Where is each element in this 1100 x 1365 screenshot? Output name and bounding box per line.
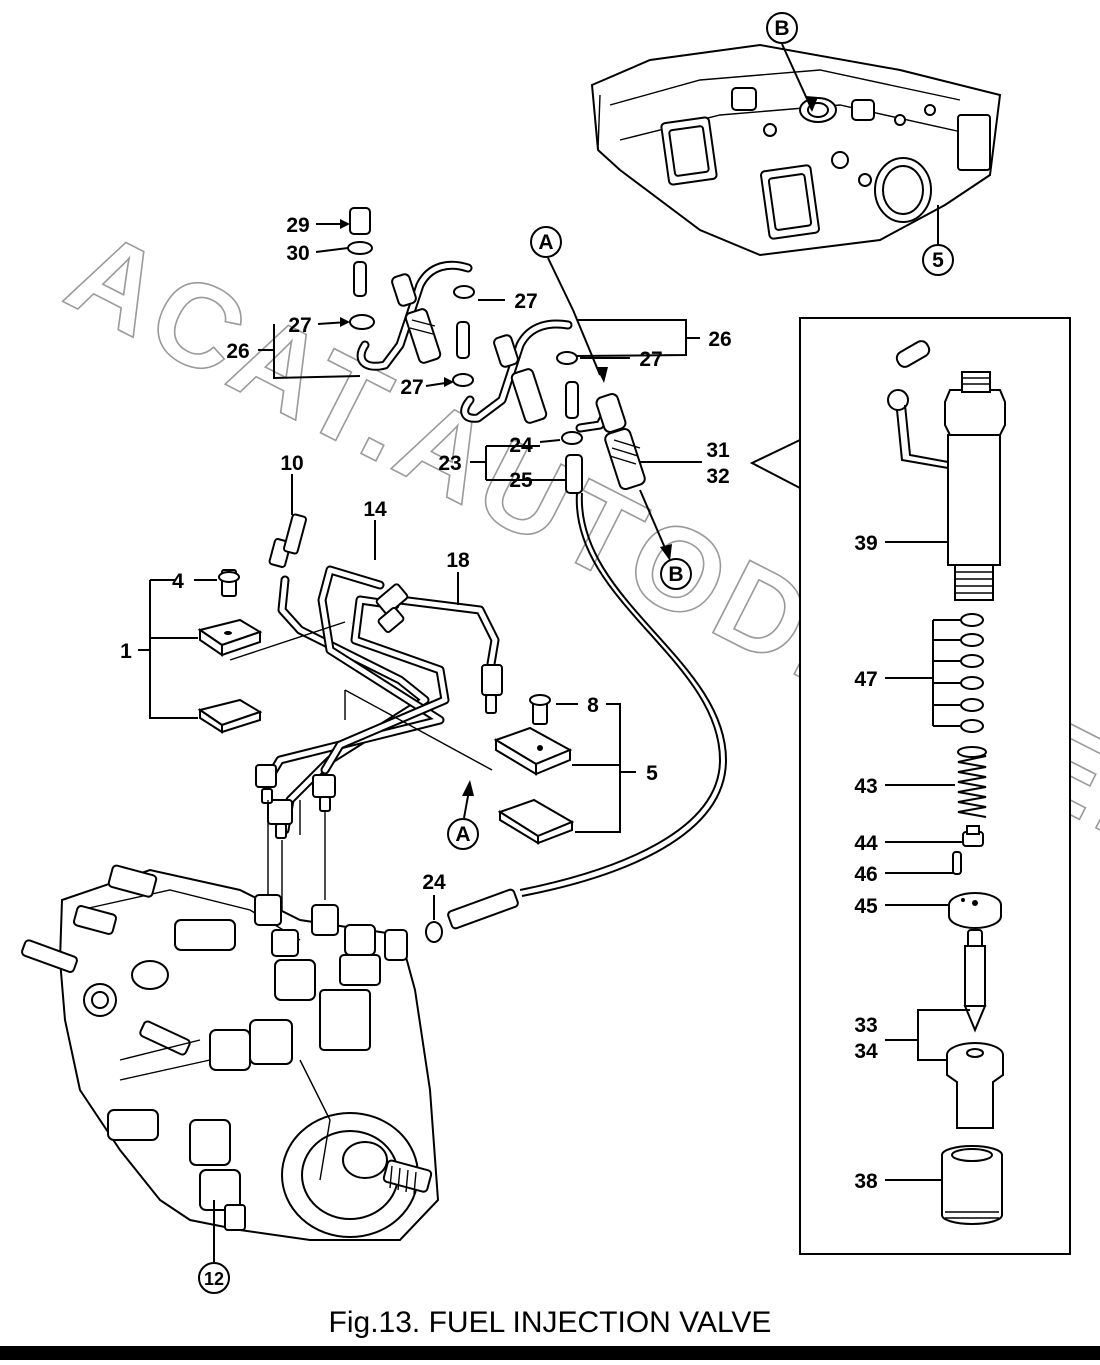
- label-32: 32: [706, 465, 729, 488]
- label-45: 45: [854, 895, 878, 918]
- callout-a-top: [530, 226, 562, 258]
- label-29: 29: [286, 214, 309, 237]
- injection-pipes: [255, 513, 503, 839]
- nozzle-holder-39: [887, 340, 1006, 601]
- label-23: 23: [438, 452, 461, 475]
- label-26a: 26: [226, 340, 249, 363]
- label-34: 34: [854, 1040, 878, 1063]
- callout-a-bottom-label: A: [455, 823, 470, 846]
- label-43: 43: [854, 775, 877, 798]
- shims-47: [960, 613, 984, 733]
- callout-b-mid: [660, 558, 692, 590]
- label-44: 44: [854, 832, 878, 855]
- label-31: 31: [706, 439, 730, 462]
- leak-off-assembly: [347, 207, 646, 494]
- label-1: 1: [120, 640, 132, 663]
- callout-12-circle-label: 12: [204, 1269, 224, 1289]
- label-18: 18: [446, 549, 470, 572]
- callout-b-mid-label: B: [668, 563, 683, 586]
- label-4: 4: [172, 570, 184, 593]
- pipe-clamp-1: [197, 569, 263, 734]
- figure-caption: Fig.13. FUEL INJECTION VALVE: [328, 1306, 772, 1339]
- label-27c: 27: [400, 376, 423, 399]
- callout-b-top-label: B: [774, 17, 789, 40]
- label-46: 46: [854, 863, 877, 886]
- callout-a-top-label: A: [538, 231, 553, 254]
- pin-46: [952, 851, 962, 875]
- label-27d: 27: [639, 348, 662, 371]
- callout-5-circle: [922, 244, 954, 276]
- callout-5-circle-label: 5: [932, 249, 944, 272]
- pipe-clamp-5: [493, 694, 575, 845]
- cylinder-head: [590, 43, 1002, 257]
- label-33: 33: [854, 1014, 877, 1037]
- label-39: 39: [854, 532, 877, 555]
- label-27a: 27: [288, 314, 311, 337]
- label-38: 38: [854, 1170, 878, 1193]
- label-30: 30: [286, 242, 309, 265]
- bottom-border-bar: [0, 1346, 1100, 1360]
- label-27b: 27: [514, 290, 537, 313]
- callout-a-bottom: [447, 818, 479, 850]
- injection-pump: [21, 864, 440, 1241]
- label-14: 14: [363, 498, 387, 521]
- label-24a: 24: [509, 434, 533, 457]
- label-25: 25: [509, 469, 533, 492]
- retaining-nut-38: [941, 1145, 1003, 1225]
- label-47: 47: [854, 668, 877, 691]
- spring-seat-44: [962, 825, 984, 847]
- label-26b: 26: [708, 328, 731, 351]
- label-24b: 24: [422, 871, 446, 894]
- callout-12-circle: [198, 1262, 230, 1294]
- label-8: 8: [587, 694, 599, 717]
- spring-43: [957, 746, 987, 818]
- callout-b-top: [766, 12, 798, 44]
- label-10: 10: [280, 452, 303, 475]
- label-5: 5: [646, 762, 658, 785]
- distance-piece-45: [948, 892, 1002, 929]
- nozzle-33-34: [946, 929, 1004, 1129]
